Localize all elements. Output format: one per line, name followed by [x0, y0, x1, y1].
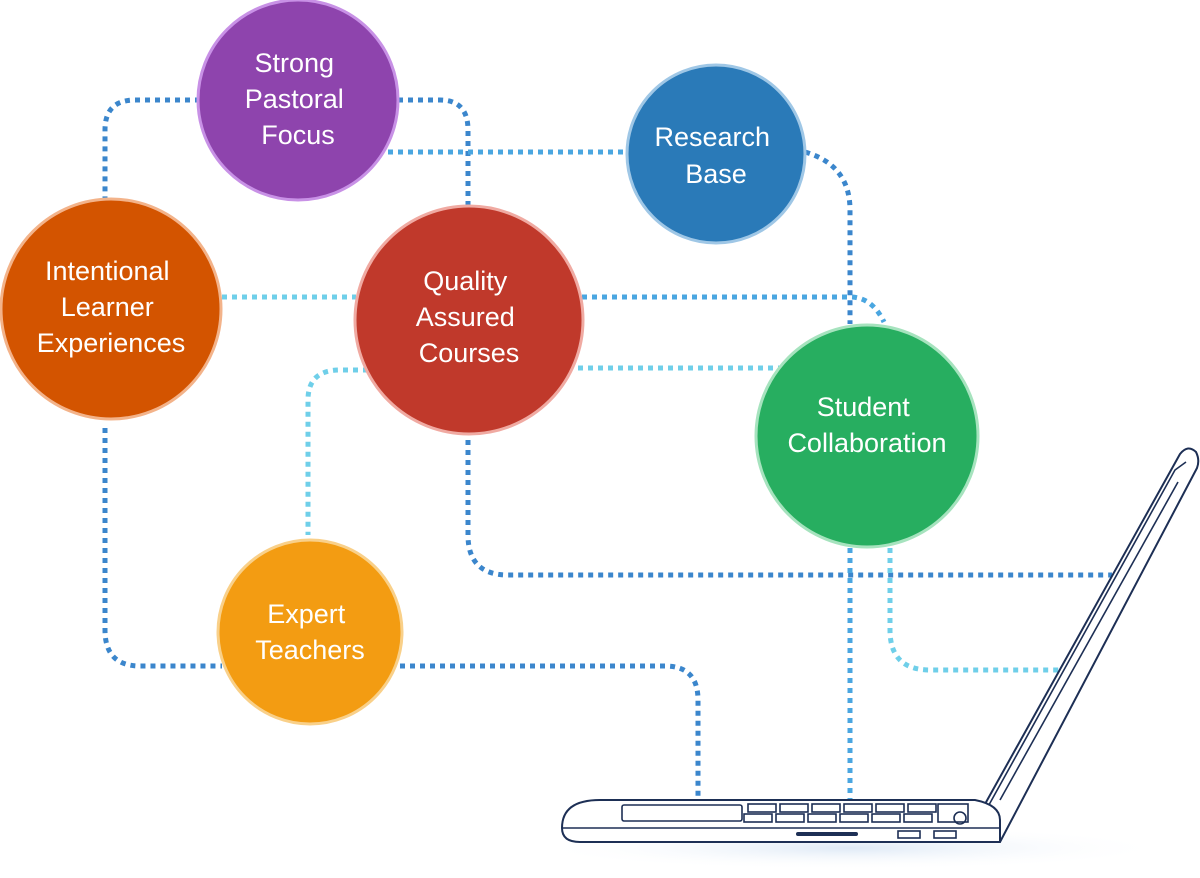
node-label: Quality Assured Courses — [416, 266, 523, 368]
connector-expert-laptop — [400, 663, 701, 810]
node-student-collaboration: Student Collaboration — [754, 323, 980, 549]
laptop-icon — [530, 447, 1200, 870]
node-intentional-learner-experiences: Intentional Learner Experiences — [0, 197, 223, 421]
connector-research-collaboration — [804, 149, 853, 324]
connector-pastoral-quality — [398, 97, 471, 210]
node-research-base: Research Base — [625, 63, 807, 245]
node-label: Student Collaboration — [787, 392, 946, 458]
connector-quality-expert — [305, 367, 368, 535]
node-label: Intentional Learner Experiences — [37, 256, 186, 358]
connector-collaboration-screen — [887, 548, 1062, 673]
connector-quality-collaboration-top — [582, 294, 887, 324]
node-expert-teachers: Expert Teachers — [216, 538, 404, 726]
connector-pastoral-intentional — [102, 97, 200, 198]
node-label: Expert Teachers — [255, 599, 365, 665]
connectors — [102, 97, 1112, 810]
node-label: Strong Pastoral Focus — [245, 48, 352, 150]
node-strong-pastoral-focus: Strong Pastoral Focus — [196, 0, 400, 202]
connector-intentional-expert — [102, 428, 222, 669]
node-label: Research Base — [654, 122, 777, 189]
node-quality-assured-courses: Quality Assured Courses — [353, 204, 585, 436]
